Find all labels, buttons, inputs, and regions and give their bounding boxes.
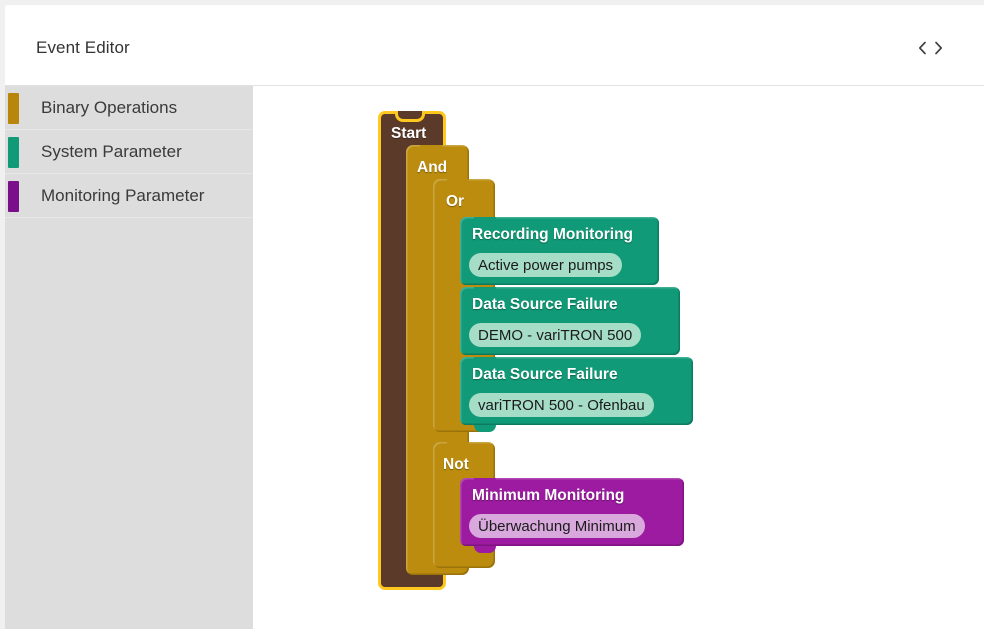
sidebar-item-label: System Parameter xyxy=(41,141,182,161)
chevron-right-icon[interactable] xyxy=(931,38,945,58)
category-color-swatch-system-parameter xyxy=(8,137,19,168)
field-minimum-monitoring-parameter[interactable]: Überwachung Minimum xyxy=(469,514,645,538)
block-minimum-monitoring[interactable]: Minimum Monitoring Überwachung Minimum xyxy=(460,478,684,553)
category-color-swatch-monitoring-parameter xyxy=(8,181,19,212)
category-sidebar: Binary Operations System Parameter Monit… xyxy=(5,86,253,629)
event-editor-window: Event Editor Binary Operations System Pa… xyxy=(5,5,984,629)
field-recording-monitoring-parameter[interactable]: Active power pumps xyxy=(469,253,623,277)
block-recording-monitoring[interactable]: Recording Monitoring Active power pumps xyxy=(460,217,659,285)
field-data-source-failure-1-parameter[interactable]: DEMO - variTRON 500 xyxy=(469,323,642,347)
chevron-left-icon[interactable] xyxy=(915,38,929,58)
category-color-swatch-binary-operations xyxy=(8,93,19,124)
block-data-source-failure-1[interactable]: Data Source Failure DEMO - variTRON 500 xyxy=(460,287,680,355)
page-title: Event Editor xyxy=(36,38,130,57)
sidebar-item-monitoring-parameter[interactable]: Monitoring Parameter xyxy=(5,174,253,218)
block-data-source-failure-2[interactable]: Data Source Failure variTRON 500 - Ofenb… xyxy=(460,357,693,432)
sidebar-item-label: Binary Operations xyxy=(41,97,178,117)
sidebar-item-label: Monitoring Parameter xyxy=(41,185,205,205)
block-workspace-canvas[interactable]: Start And Or Not Recording Monitoring Ac… xyxy=(253,86,984,629)
header-navigation xyxy=(915,38,945,58)
sidebar-item-binary-operations[interactable]: Binary Operations xyxy=(5,86,253,130)
header-bar: Event Editor xyxy=(5,5,984,86)
sidebar-item-system-parameter[interactable]: System Parameter xyxy=(5,130,253,174)
field-data-source-failure-2-parameter[interactable]: variTRON 500 - Ofenbau xyxy=(469,393,654,417)
